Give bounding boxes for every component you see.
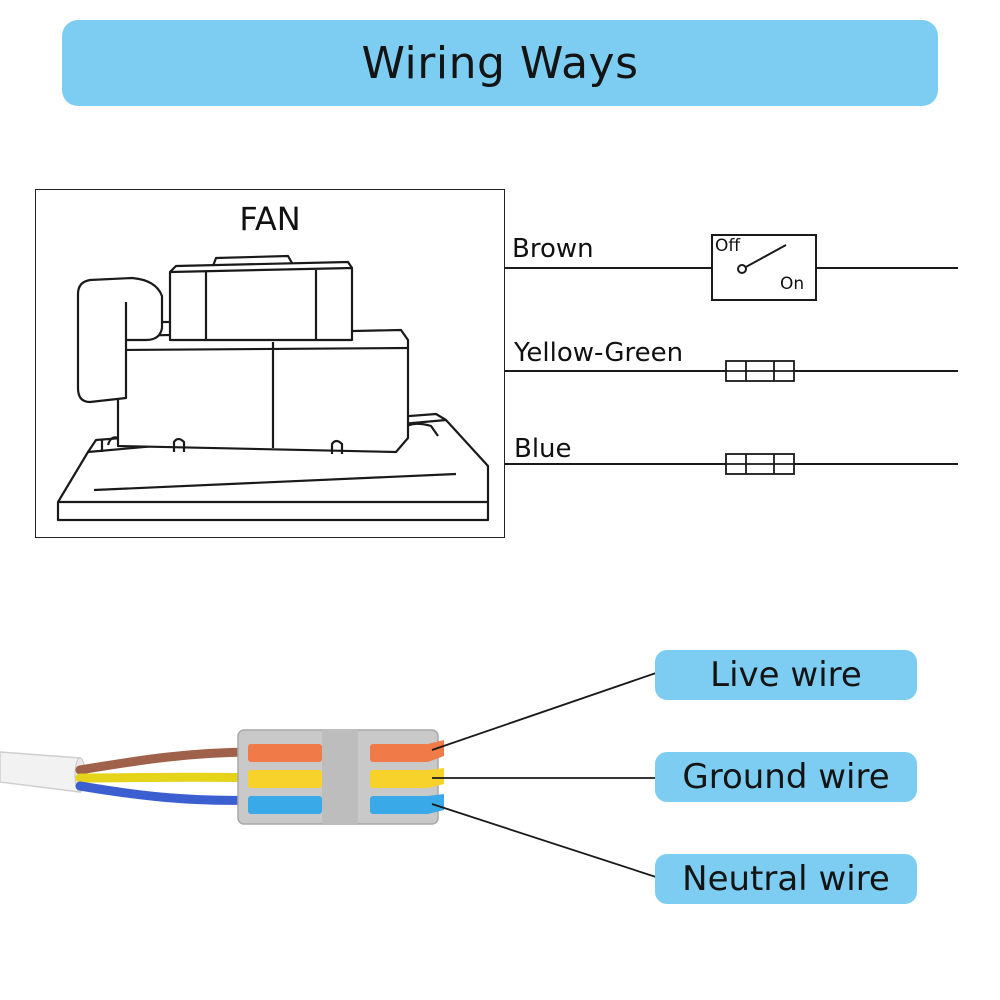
callout-live	[431, 672, 657, 751]
live-wire-label: Live wire	[655, 650, 917, 700]
fan-illustration	[56, 254, 490, 522]
blue-wire	[75, 781, 263, 805]
fuse-blue	[725, 453, 795, 475]
title-banner: Wiring Ways	[62, 20, 938, 106]
lever-right-yellow	[370, 770, 430, 788]
lever-left-yellow	[248, 770, 322, 788]
yellow-wire	[75, 772, 263, 783]
lever-left-blue	[248, 796, 322, 814]
brown-wire	[75, 747, 263, 775]
lever-right-blue	[370, 796, 430, 814]
switch-box	[711, 234, 817, 301]
switch-contact	[737, 264, 747, 274]
fan-box: FAN	[35, 189, 505, 538]
lever-right-orange	[370, 744, 430, 762]
ground-wire-text: Ground wire	[682, 757, 890, 797]
neutral-wire-text: Neutral wire	[682, 859, 890, 899]
callout-neutral	[431, 803, 657, 878]
label-yellow-green: Yellow-Green	[514, 338, 684, 368]
cable-sheath	[0, 751, 81, 793]
neutral-wire-label: Neutral wire	[655, 854, 917, 904]
ground-wire-label: Ground wire	[655, 752, 917, 802]
fuse-yellow-green	[725, 360, 795, 382]
label-brown: Brown	[512, 234, 594, 264]
lever-left-orange	[248, 744, 322, 762]
fan-label: FAN	[239, 200, 301, 238]
cable-assembly	[0, 729, 444, 825]
switch-on-label: On	[780, 274, 805, 294]
label-blue: Blue	[514, 434, 572, 464]
live-wire-text: Live wire	[710, 655, 862, 695]
switch-lever	[743, 244, 787, 269]
page-title: Wiring Ways	[361, 37, 639, 89]
switch-off-label: Off	[715, 236, 741, 256]
